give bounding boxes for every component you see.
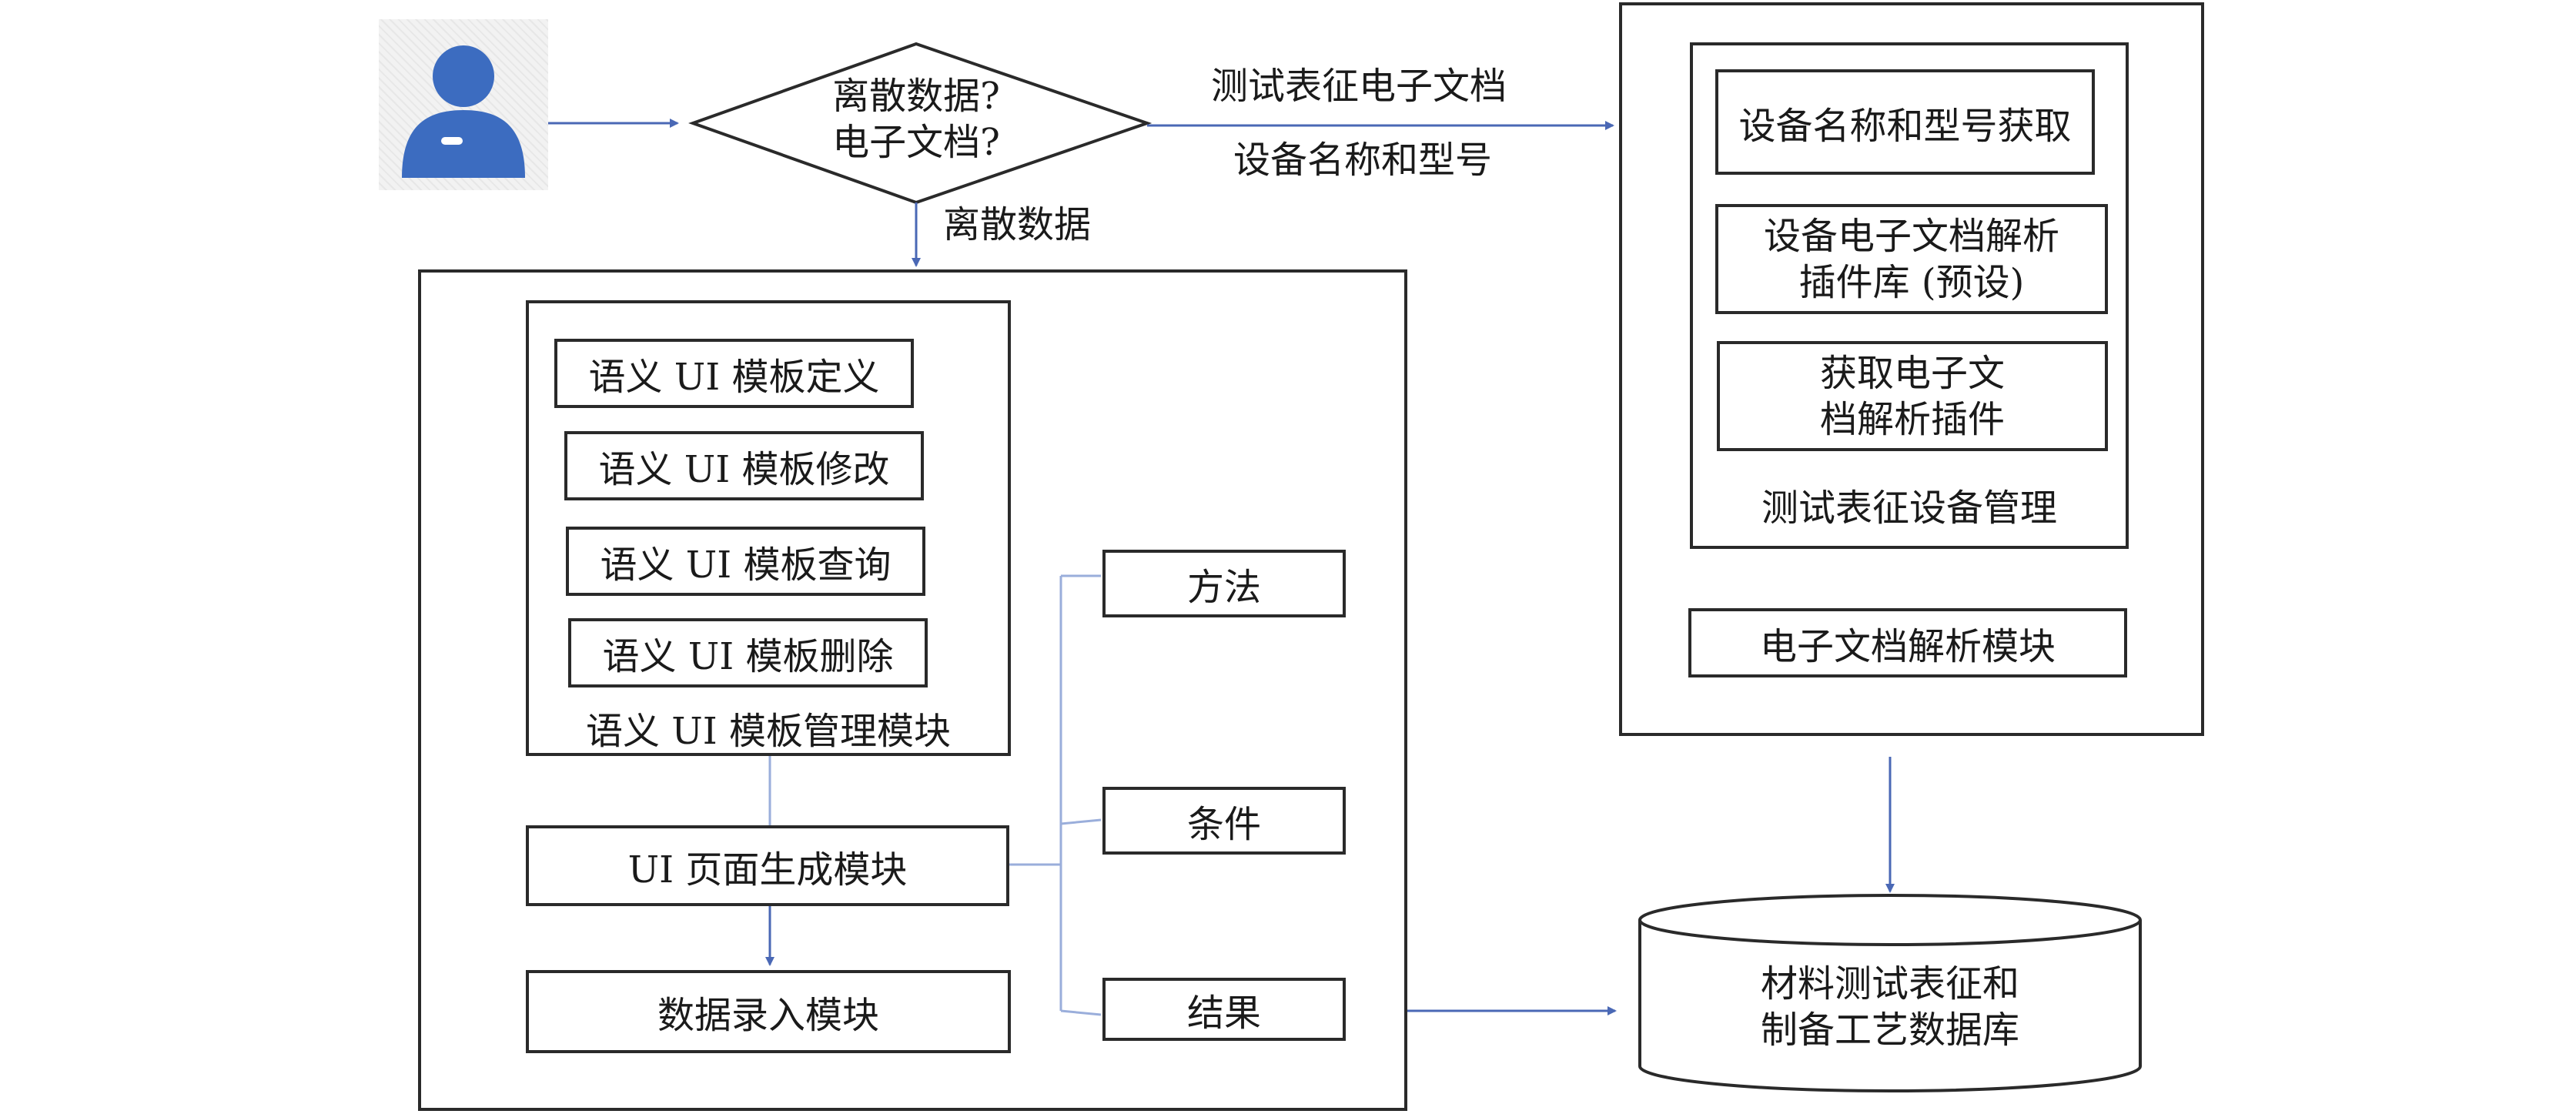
line-to-result [1060, 1009, 1102, 1016]
get-parser-plugin-button[interactable]: 获取电子文 档解析插件 [1717, 341, 2108, 451]
device-management-module [1690, 42, 2129, 549]
decision-label: 离散数据? 电子文档? [832, 75, 1000, 164]
ui-page-generation-module[interactable]: UI 页面生成模块 [526, 825, 1009, 906]
line-to-condition [1060, 818, 1102, 825]
template-query-button[interactable]: 语义 UI 模板查询 [566, 527, 925, 596]
parser-plugin-library-button[interactable]: 设备电子文档解析 插件库 (预设) [1715, 204, 2108, 314]
database-cylinder [1638, 894, 2142, 1092]
left-panel [418, 269, 1407, 1111]
device-name-model-button[interactable]: 设备名称和型号获取 [1715, 69, 2095, 175]
branch-condition[interactable]: 条件 [1102, 787, 1346, 855]
decision-diamond [688, 42, 1153, 205]
device-management-title: 测试表征设备管理 [1761, 487, 2057, 530]
right-panel [1619, 2, 2204, 736]
edge-label-docs-2: 设备名称和型号 [1233, 139, 1492, 182]
branch-method[interactable]: 方法 [1102, 550, 1346, 617]
template-modify-button[interactable]: 语义 UI 模板修改 [564, 431, 924, 500]
database-label: 材料测试表征和 制备工艺数据库 [1760, 962, 2019, 1052]
template-management-module [526, 300, 1011, 756]
branch-result[interactable]: 结果 [1102, 978, 1346, 1041]
template-delete-button[interactable]: 语义 UI 模板删除 [568, 618, 928, 687]
template-define-button[interactable]: 语义 UI 模板定义 [554, 339, 914, 408]
user-icon [379, 19, 548, 190]
template-module-title: 语义 UI 模板管理模块 [586, 710, 951, 753]
edge-label-docs-1: 测试表征电子文档 [1210, 65, 1507, 108]
data-entry-module[interactable]: 数据录入模块 [526, 970, 1011, 1053]
edge-label-discrete: 离散数据 [943, 203, 1092, 246]
document-parser-module[interactable]: 电子文档解析模块 [1688, 608, 2127, 677]
